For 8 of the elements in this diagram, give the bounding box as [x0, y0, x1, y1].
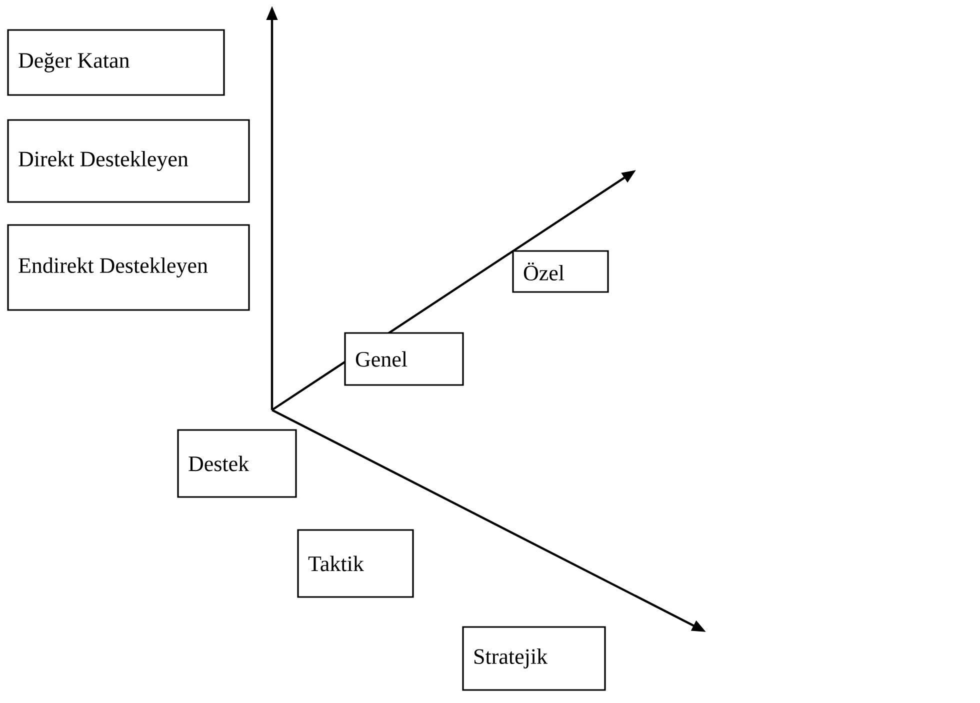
label-box: Değer Katan	[7, 29, 225, 96]
label-box: Genel	[344, 332, 464, 386]
label-box: Stratejik	[462, 626, 606, 691]
label-box: Endirekt Destekleyen	[7, 224, 250, 311]
label-box: Direkt Destekleyen	[7, 119, 250, 203]
label-box: Destek	[177, 429, 297, 498]
label-box: Taktik	[297, 529, 414, 598]
label-box: Özel	[512, 250, 609, 293]
